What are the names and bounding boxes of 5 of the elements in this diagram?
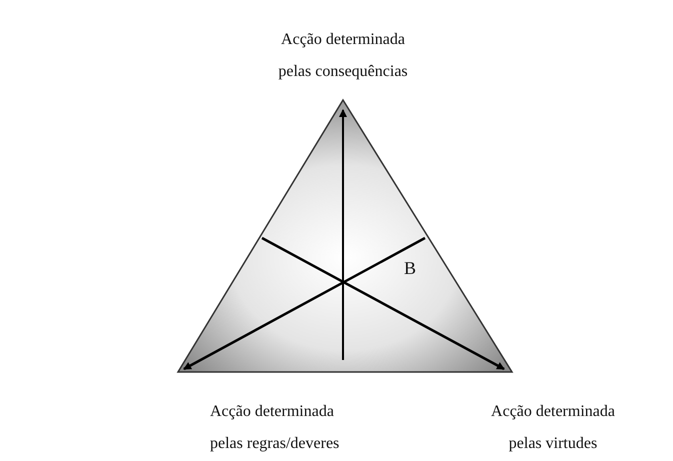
vertex-label: Acção determinada pelas virtudes [490, 402, 616, 454]
region-letter: B [404, 258, 416, 279]
triangle-diagram [176, 98, 516, 376]
vertex-label: Acção determinada pelas consequências [277, 30, 409, 82]
vertex-label: Acção determinada pelas regras/deveres [210, 402, 340, 454]
